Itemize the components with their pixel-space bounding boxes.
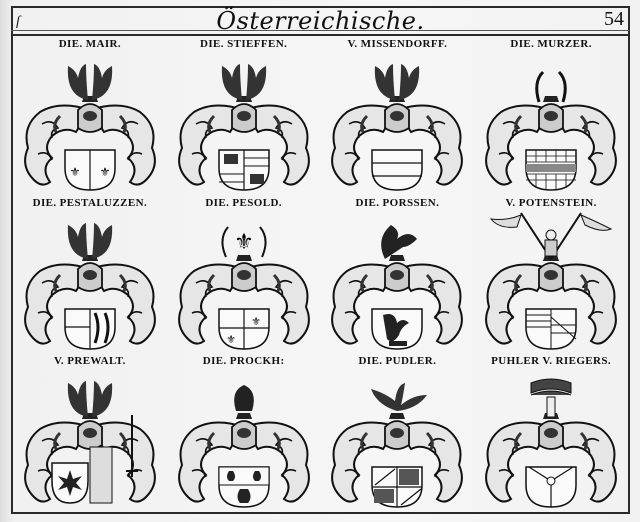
coat-of-arms-icon (327, 367, 467, 509)
svg-text:⚜: ⚜ (99, 165, 110, 179)
coat-of-arms-icon: ⚜⚜ (20, 50, 160, 192)
arms-caption: DIE. PROCKH: (202, 355, 285, 368)
arms-cell-mair: DIE. MAIR. ⚜⚜ (13, 36, 167, 195)
coat-of-arms-icon (327, 50, 467, 192)
signature-mark: ſ (16, 14, 20, 29)
arms-cell-puhler-riegers: PUHLER V. RIEGERS. (474, 353, 628, 512)
arms-cell-missendorff: V. MISSENDORFF. (321, 36, 475, 195)
arms-caption: DIE. MURZER. (510, 38, 592, 50)
arms-cell-prockh: DIE. PROCKH: (167, 353, 321, 512)
arms-cell-potenstein: V. POTENSTEIN. (474, 195, 628, 354)
arms-caption: DIE. PUDLER. (358, 355, 437, 368)
page-number: 54 (604, 8, 624, 30)
arms-caption: DIE. MAIR. (58, 38, 122, 50)
coat-of-arms-icon (481, 209, 621, 351)
coat-of-arms-icon (481, 50, 621, 192)
svg-text:⚜: ⚜ (226, 334, 236, 346)
coats-of-arms-grid: DIE. MAIR. ⚜⚜ DIE. STIEFFEN. (13, 36, 628, 512)
arms-cell-pestaluzzen: DIE. PESTALUZZEN. (13, 195, 167, 354)
arms-caption: V. POTENSTEIN. (505, 196, 597, 209)
header-rule (11, 30, 630, 31)
arms-cell-stieffen: DIE. STIEFFEN. (167, 36, 321, 195)
page-title: Österreichische. (216, 7, 425, 35)
arms-caption: DIE. PESOLD. (205, 196, 282, 209)
arms-caption: DIE. STIEFFEN. (200, 38, 288, 50)
coat-of-arms-icon (20, 367, 160, 509)
arms-cell-pesold: DIE. PESOLD. ⚜ ⚜ ⚜ (167, 195, 321, 354)
svg-text:⚜: ⚜ (234, 229, 254, 254)
coat-of-arms-icon (481, 367, 621, 509)
page-header: ſ Österreichische. 54 (11, 6, 630, 36)
coat-of-arms-icon: ⚜ ⚜ ⚜ (174, 209, 314, 351)
coat-of-arms-icon (20, 209, 160, 351)
arms-caption: DIE. PORSSEN. (355, 196, 440, 209)
arms-caption: V. MISSENDORFF. (347, 38, 448, 50)
svg-text:⚜: ⚜ (251, 316, 261, 328)
arms-cell-porssen: DIE. PORSSEN. (321, 195, 475, 354)
coat-of-arms-icon (327, 209, 467, 351)
arms-caption: PUHLER V. RIEGERS. (491, 355, 612, 368)
coat-of-arms-icon (174, 367, 314, 509)
svg-text:⚜: ⚜ (69, 165, 80, 179)
arms-cell-pudler: DIE. PUDLER. (321, 353, 475, 512)
arms-cell-prewalt: V. PREWALT. (13, 353, 167, 512)
arms-caption: DIE. PESTALUZZEN. (32, 196, 148, 209)
arms-caption: V. PREWALT. (54, 355, 126, 368)
arms-cell-murzer: DIE. MURZER. (474, 36, 628, 195)
coat-of-arms-icon (174, 50, 314, 192)
page-border-frame (11, 6, 630, 514)
